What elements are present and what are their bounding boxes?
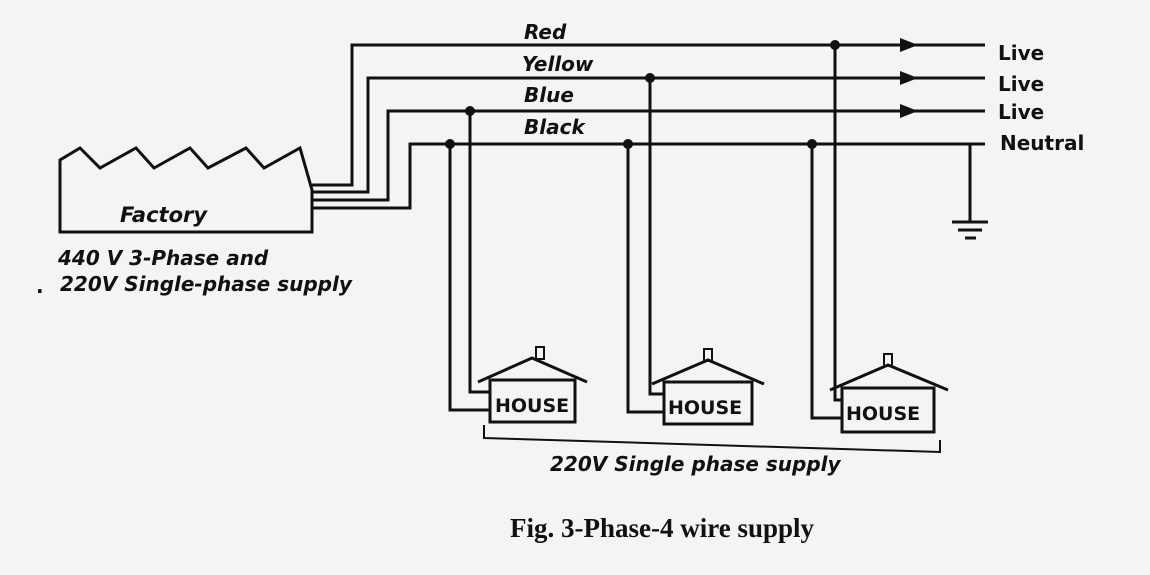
house-icon — [829, 353, 949, 434]
factory-supply-line1: 440 V 3-Phase and — [57, 246, 269, 270]
house-3: HOUSE — [829, 353, 949, 434]
terminal-label-black: Neutral — [1000, 131, 1084, 155]
house-label-1: HOUSE — [495, 395, 569, 417]
drop-house3-live — [833, 45, 842, 402]
wire-label-yellow: Yellow — [522, 52, 594, 76]
factory-label: Factory — [120, 203, 208, 227]
factory-supply-line2: 220V Single-phase supply — [60, 272, 353, 296]
house-2: HOUSE — [651, 348, 765, 426]
wire-blue — [312, 109, 985, 202]
junction-dot-icon — [465, 106, 475, 116]
terminal-label-yellow: Live — [998, 72, 1044, 96]
terminal-label-blue: Live — [998, 100, 1044, 124]
ground-icon — [952, 144, 988, 240]
drop-house1-live — [468, 111, 490, 394]
junction-dot-icon — [623, 139, 633, 149]
arrow-icon — [900, 38, 918, 52]
house-label-3: HOUSE — [846, 403, 920, 425]
factory-icon — [58, 145, 314, 234]
house-1: HOUSE — [477, 346, 588, 424]
drop-house3-neutral — [810, 144, 842, 420]
junction-dot-icon — [645, 73, 655, 83]
wire-yellow — [312, 76, 985, 194]
arrow-icon — [900, 71, 918, 85]
junction-dot-icon — [830, 40, 840, 50]
figure-caption: Fig. 3-Phase-4 wire supply — [510, 513, 815, 543]
drop-house2-neutral — [626, 144, 664, 414]
house-drops — [448, 45, 842, 420]
wire-black — [312, 142, 985, 210]
drop-house2-live — [648, 78, 664, 396]
wire-red — [312, 43, 985, 187]
house-supply-label: 220V Single phase supply — [550, 452, 842, 476]
junctions — [445, 40, 840, 149]
terminal-label-red: Live — [998, 41, 1044, 65]
junction-dot-icon — [445, 139, 455, 149]
house-bracket — [483, 425, 941, 454]
junction-dot-icon — [807, 139, 817, 149]
live-arrows — [900, 38, 918, 118]
wire-label-black: Black — [524, 115, 586, 139]
wire-label-blue: Blue — [524, 83, 574, 107]
house-label-2: HOUSE — [668, 397, 742, 419]
wire-label-red: Red — [524, 20, 567, 44]
house-icon — [477, 346, 588, 424]
main-wires — [312, 43, 985, 210]
arrow-icon — [900, 104, 918, 118]
drop-house1-neutral — [448, 144, 490, 412]
house-icon — [651, 348, 765, 426]
factory-supply-bullet: . — [36, 274, 44, 298]
